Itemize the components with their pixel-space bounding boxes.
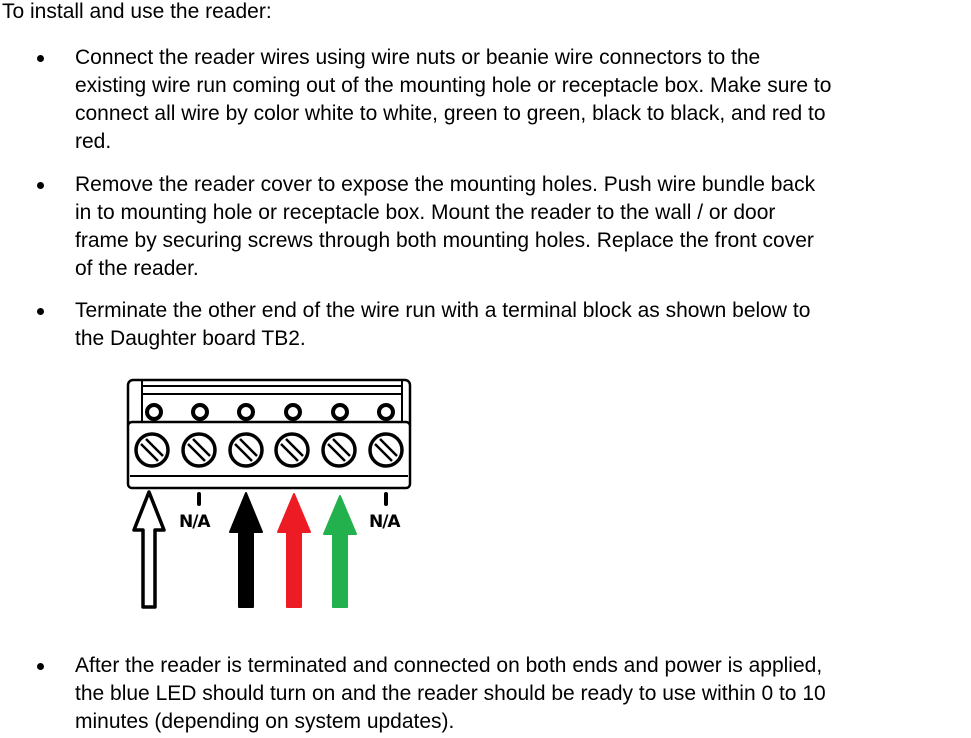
wire-entry-holes: [145, 403, 395, 421]
screw-icon: [181, 432, 217, 468]
white-wire-arrow-icon: [132, 490, 166, 609]
na-marker-icon: [384, 492, 388, 506]
bullet-icon: [37, 308, 44, 315]
terminal-block-diagram: N/A N/A: [120, 372, 420, 617]
screw-terminals: [134, 432, 404, 468]
screw-icon: [321, 432, 357, 468]
bullet-icon: [37, 663, 44, 670]
bullet-line: connect all wire by color white to white…: [75, 102, 826, 125]
bullet-line: After the reader is terminated and conne…: [75, 654, 823, 677]
bullet-line: the Daughter board TB2.: [75, 327, 306, 350]
bullet-line: Terminate the other end of the wire run …: [75, 299, 811, 322]
intro-heading: To install and use the reader:: [2, 0, 272, 23]
bullet-line: Remove the reader cover to expose the mo…: [75, 173, 816, 196]
bullet-line: minutes (depending on system updates).: [75, 710, 455, 733]
red-wire-arrow-icon: [277, 493, 311, 608]
bullet-line: frame by securing screws through both mo…: [75, 229, 814, 252]
screw-icon: [368, 432, 404, 468]
bullet-line: red.: [75, 130, 112, 153]
na-label-position-2: N/A: [179, 512, 211, 532]
screw-icon: [274, 432, 310, 468]
black-wire-arrow-icon: [229, 492, 263, 608]
bullet-line: in to mounting hole or receptacle box. M…: [75, 201, 776, 224]
na-label-position-6: N/A: [369, 512, 401, 532]
terminal-block-body: [126, 378, 412, 490]
bullet-line: Connect the reader wires using wire nuts…: [75, 46, 761, 69]
bullet-icon: [37, 182, 44, 189]
bullet-line: the blue LED should turn on and the read…: [75, 682, 826, 705]
screw-icon: [228, 432, 264, 468]
bullet-line: existing wire run coming out of the moun…: [75, 74, 832, 97]
screw-icon: [134, 432, 170, 468]
green-wire-arrow-icon: [323, 495, 357, 608]
bullet-line: of the reader.: [75, 257, 199, 280]
na-marker-icon: [197, 492, 201, 506]
bullet-icon: [37, 55, 44, 62]
